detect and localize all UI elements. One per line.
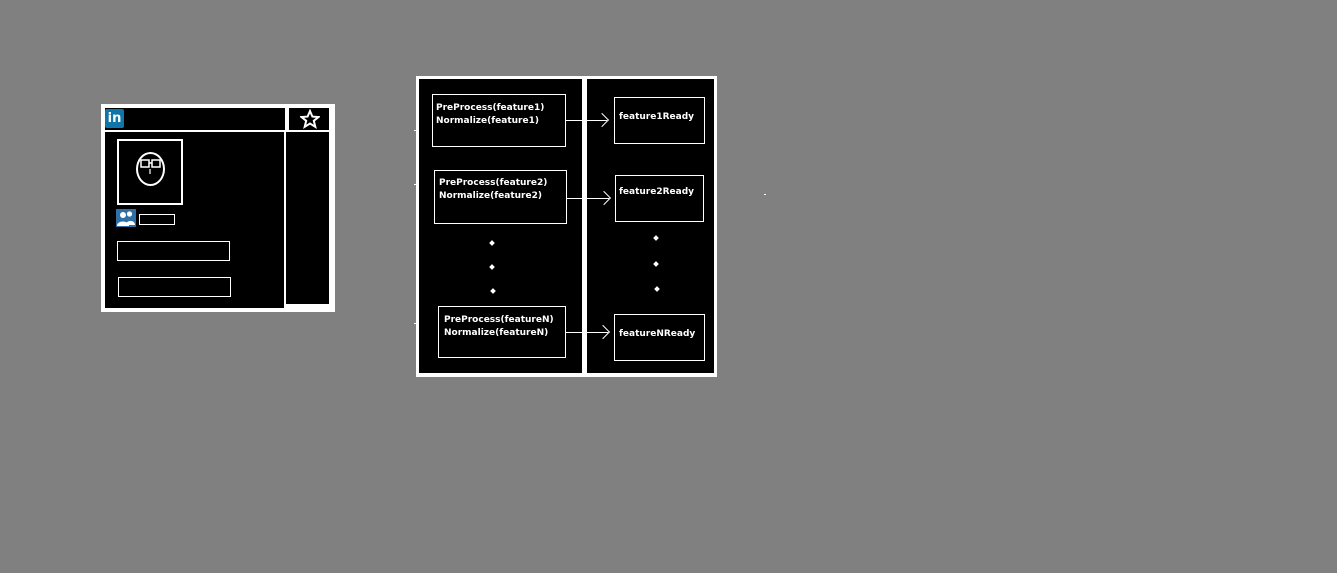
normalize-label-2: Normalize(feature2) [439, 191, 542, 201]
profile-photo[interactable] [117, 139, 183, 205]
profile-field-2[interactable] [118, 277, 231, 297]
ready-box-2: feature2Ready [615, 175, 704, 222]
stray-mark [764, 194, 766, 195]
arrow-n [566, 332, 608, 333]
user-group-icon [116, 209, 136, 227]
preprocess-box-1: PreProcess(feature1) Normalize(feature1) [432, 94, 566, 147]
normalize-label-1: Normalize(feature1) [436, 116, 539, 126]
profile-top-bar [105, 108, 285, 130]
profile-side-panel [286, 132, 329, 304]
user-group-glyph [117, 211, 135, 226]
feature-pipeline-diagram: PreProcess(feature1) Normalize(feature1)… [416, 76, 717, 377]
preprocess-box-n: PreProcess(featureN) Normalize(featureN) [438, 306, 566, 358]
glasses-icon [140, 159, 161, 174]
ready-label-n: featureNReady [619, 329, 696, 339]
ready-box-n: featureNReady [614, 314, 705, 361]
face-with-glasses-icon [136, 152, 165, 186]
left-tick [414, 323, 417, 324]
preprocess-label-1: PreProcess(feature1) [436, 103, 545, 113]
arrow-1 [566, 120, 607, 121]
left-tick [414, 184, 417, 185]
profile-mockup: in [101, 104, 335, 312]
left-tick [414, 130, 417, 131]
ready-label-2: feature2Ready [619, 187, 695, 197]
profile-field-1[interactable] [117, 241, 230, 261]
preprocess-box-2: PreProcess(feature2) Normalize(feature2) [434, 170, 567, 224]
normalize-label-n: Normalize(featureN) [444, 328, 549, 338]
favorite-button[interactable] [289, 108, 329, 130]
star-icon [300, 109, 320, 129]
preprocess-label-n: PreProcess(featureN) [444, 315, 554, 325]
ready-box-1: feature1Ready [614, 97, 705, 144]
ready-label-1: feature1Ready [619, 112, 695, 122]
linkedin-logo-icon: in [105, 109, 124, 128]
preprocess-label-2: PreProcess(feature2) [439, 178, 548, 188]
name-field[interactable] [139, 214, 175, 225]
arrow-2 [567, 198, 609, 199]
